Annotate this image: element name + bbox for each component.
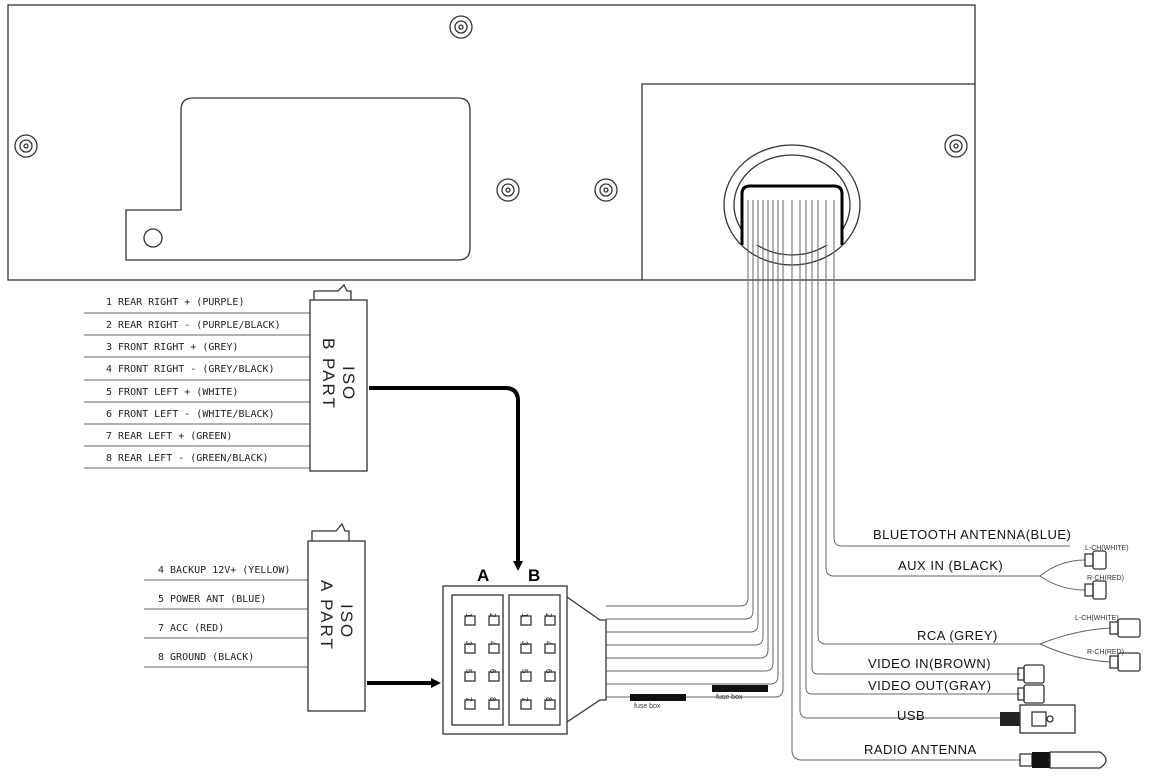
accessory-leads: BLUETOOTH ANTENNA(BLUE) AUX IN (BLACK) L…	[864, 527, 1141, 769]
iso-b-wires	[84, 312, 310, 469]
screw-icon	[14, 134, 38, 158]
iso-b-wire-label: 1 REAR RIGHT + (PURPLE)	[106, 297, 244, 308]
pin-socket-b	[544, 671, 556, 682]
pin-socket-a	[464, 643, 476, 654]
iso-a-part: 4 BACKUP 12V+ (YELLOW) 5 POWER ANT (BLUE…	[144, 522, 366, 712]
video-in-label: VIDEO IN(BROWN)	[868, 656, 991, 671]
iso-b-wire-label: 2 REAR RIGHT - (PURPLE/BLACK)	[106, 320, 281, 331]
aux-in-label: AUX IN (BLACK)	[898, 558, 1003, 573]
pin-socket-a	[488, 671, 500, 682]
pin-socket-b	[544, 615, 556, 626]
rca-r-label: R-CH(RED)	[1087, 649, 1124, 656]
antenna-plug-icon	[1019, 751, 1107, 769]
iso-a-connector	[307, 540, 366, 712]
rca-plug-icon	[1084, 580, 1107, 600]
rca-l-label: L-CH(WHITE)	[1075, 615, 1119, 622]
radio-antenna-label: RADIO ANTENNA	[864, 742, 977, 757]
svg-text:fuse box: fuse box	[716, 694, 743, 701]
aux-l-label: L-CH(WHITE)	[1085, 545, 1129, 552]
pin-socket-b	[544, 699, 556, 710]
iso-b-wire-label: 5 FRONT LEFT + (WHITE)	[106, 387, 238, 398]
iso-b-wire-label: 4 FRONT RIGHT - (GREY/BLACK)	[106, 364, 275, 375]
fuse-holders: fuse box fuse box	[630, 685, 768, 710]
iso-a-label-line2: A PART	[317, 580, 336, 651]
screw-icon	[944, 134, 968, 158]
video-out-label: VIDEO OUT(GRAY)	[868, 678, 992, 693]
pin-socket-b	[520, 615, 532, 626]
iso-a-wire-label: 4 BACKUP 12V+ (YELLOW)	[158, 565, 290, 576]
pin-socket-b	[544, 643, 556, 654]
pin-socket-a	[464, 699, 476, 710]
video-in-plug-icon	[1017, 664, 1045, 684]
video-out-plug-icon	[1017, 684, 1045, 704]
iso-b-connector	[309, 299, 368, 472]
screw-icon	[594, 178, 618, 202]
wire-bundle	[606, 200, 1070, 761]
iso-a-wires	[144, 579, 308, 668]
iso-a-wire-label: 8 GROUND (BLACK)	[158, 652, 254, 663]
pin-socket-a	[464, 671, 476, 682]
arrow-b-to-connector	[369, 386, 523, 571]
connector-label-a: A	[477, 566, 489, 585]
pin-socket-b	[520, 643, 532, 654]
iso-b-wire-labels: 1 REAR RIGHT + (PURPLE) 2 REAR RIGHT - (…	[106, 297, 281, 464]
mounting-screws	[14, 15, 968, 202]
pin-socket-b	[520, 699, 532, 710]
pin-socket-a	[488, 615, 500, 626]
pin-socket-a	[488, 643, 500, 654]
usb-plug-icon	[1000, 704, 1076, 734]
iso-b-part: 1 REAR RIGHT + (PURPLE) 2 REAR RIGHT - (…	[84, 283, 368, 472]
iso-a-label-line1: ISO	[337, 604, 356, 639]
bluetooth-antenna-label: BLUETOOTH ANTENNA(BLUE)	[873, 527, 1071, 542]
rca-plug-icon	[1109, 618, 1141, 638]
aux-r-label: R-CH(RED)	[1087, 575, 1124, 582]
connector-label-b: B	[528, 566, 540, 585]
pin-socket-a	[488, 699, 500, 710]
screw-icon	[449, 15, 473, 39]
iso-b-wire-label: 7 REAR LEFT + (GREEN)	[106, 431, 232, 442]
pin-socket-b	[520, 671, 532, 682]
arrows	[367, 386, 523, 688]
head-unit-rear-panel	[7, 4, 976, 281]
iso-b-label-line2: B PART	[319, 338, 338, 410]
usb-label: USB	[897, 708, 925, 723]
iso-b-wire-label: 6 FRONT LEFT - (WHITE/BLACK)	[106, 409, 275, 420]
iso-b-wire-label: 8 REAR LEFT - (GREEN/BLACK)	[106, 453, 269, 464]
rca-label: RCA (GREY)	[917, 628, 998, 643]
screw-icon	[496, 178, 520, 202]
iso-a-wire-labels: 4 BACKUP 12V+ (YELLOW) 5 POWER ANT (BLUE…	[158, 565, 290, 663]
rca-plug-icon	[1109, 652, 1141, 672]
iso-a-wire-label: 5 POWER ANT (BLUE)	[158, 594, 266, 605]
iso-a-wire-label: 7 ACC (RED)	[158, 623, 224, 634]
iso-b-label-line1: ISO	[339, 366, 358, 401]
iso-b-wire-label: 3 FRONT RIGHT + (GREY)	[106, 342, 238, 353]
pin-socket-a	[464, 615, 476, 626]
svg-text:fuse box: fuse box	[634, 703, 661, 710]
rca-plug-icon	[1084, 550, 1107, 570]
